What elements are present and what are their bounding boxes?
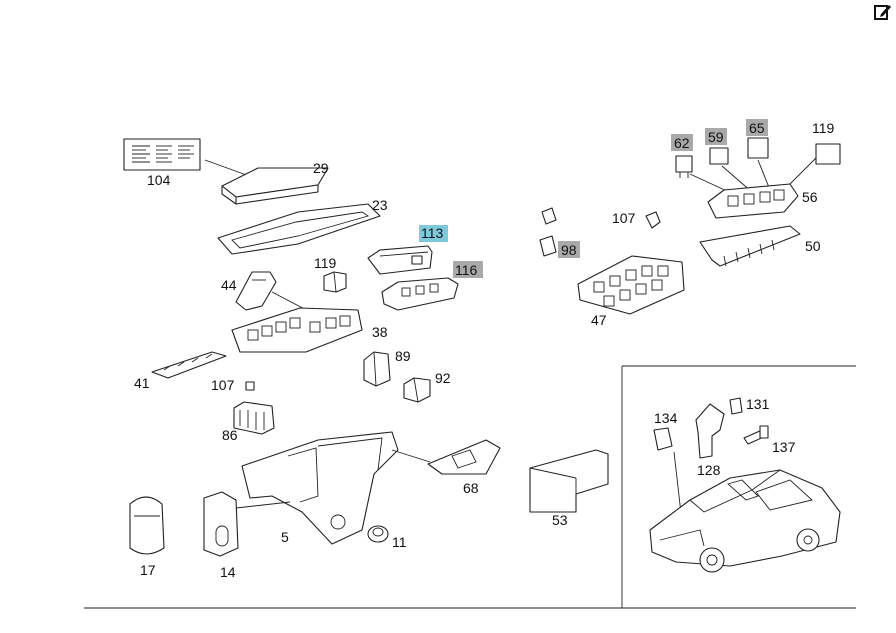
callout-59-highlight <box>705 128 727 145</box>
callout-98[interactable]: 98 <box>561 242 577 258</box>
callout-134[interactable]: 134 <box>654 410 678 426</box>
callout-5[interactable]: 5 <box>281 529 289 545</box>
callout-113-highlight <box>419 225 448 242</box>
callout-47[interactable]: 47 <box>591 312 607 328</box>
part-59-relay[interactable] <box>709 147 729 165</box>
part-119-relay-right[interactable] <box>815 143 841 165</box>
edit-icon[interactable] <box>873 2 893 22</box>
part-119-relay-left[interactable] <box>323 271 347 293</box>
callout-65-highlight <box>746 119 768 136</box>
callout-68[interactable]: 68 <box>463 480 479 496</box>
part-23-gasket-frame[interactable] <box>217 203 381 255</box>
callout-119-left[interactable]: 119 <box>314 255 337 271</box>
part-116-connector-module[interactable] <box>381 277 459 311</box>
callout-116[interactable]: 116 <box>455 262 478 278</box>
callout-14[interactable]: 14 <box>220 564 236 580</box>
callout-62[interactable]: 62 <box>674 135 690 151</box>
part-137-screw[interactable] <box>743 425 769 445</box>
part-47-fuse-relay-box[interactable] <box>577 255 685 315</box>
part-41-rail[interactable] <box>151 351 227 379</box>
part-11-grommet[interactable] <box>367 525 389 543</box>
callout-23[interactable]: 23 <box>372 197 388 213</box>
callout-92[interactable]: 92 <box>435 370 451 386</box>
part-62-relay[interactable] <box>675 155 693 178</box>
part-131-fuse[interactable] <box>729 397 743 415</box>
part-5-mounting-bracket[interactable] <box>241 431 399 545</box>
callout-137[interactable]: 137 <box>772 439 796 455</box>
callout-65[interactable]: 65 <box>749 120 765 136</box>
callout-113[interactable]: 113 <box>421 225 444 241</box>
callout-104[interactable]: 104 <box>147 172 171 188</box>
callout-50[interactable]: 50 <box>805 238 821 254</box>
callout-53[interactable]: 53 <box>552 512 568 528</box>
part-38-fuse-box[interactable] <box>231 307 363 353</box>
callout-44[interactable]: 44 <box>221 277 237 293</box>
part-65-relay[interactable] <box>747 137 769 159</box>
callout-89[interactable]: 89 <box>395 348 411 364</box>
callout-59[interactable]: 59 <box>708 129 724 145</box>
callout-128[interactable]: 128 <box>697 462 721 478</box>
callout-107-right[interactable]: 107 <box>612 210 636 226</box>
callout-11[interactable]: 11 <box>392 534 407 550</box>
part-56-relay-carrier[interactable] <box>707 183 799 219</box>
callout-107-left[interactable]: 107 <box>211 377 235 393</box>
part-92-relay[interactable] <box>403 377 431 403</box>
part-68-cable-holder[interactable] <box>427 439 501 475</box>
part-89-relay-holder[interactable] <box>363 351 391 387</box>
callout-17[interactable]: 17 <box>140 562 156 578</box>
callout-41[interactable]: 41 <box>134 375 150 391</box>
part-113-relay-module[interactable] <box>367 245 433 275</box>
part-107-fuse-left[interactable] <box>245 381 255 391</box>
part-17-cap[interactable] <box>129 496 165 555</box>
part-53-module-box[interactable] <box>529 449 609 513</box>
vehicle-illustration <box>649 469 841 573</box>
callout-116-highlight <box>453 261 483 278</box>
part-44-bracket[interactable] <box>235 271 277 311</box>
part-86-connector-block[interactable] <box>233 401 275 435</box>
part-50-rail[interactable] <box>699 225 801 267</box>
part-29-cover[interactable] <box>221 167 329 205</box>
callout-56[interactable]: 56 <box>802 189 818 205</box>
vehicle-location-inset <box>621 365 856 608</box>
part-107-fuse-right[interactable] <box>645 211 661 229</box>
part-134-bracket[interactable] <box>653 427 673 451</box>
part-104-label-sticker[interactable] <box>123 138 201 171</box>
part-128-fuse-holder[interactable] <box>695 403 725 459</box>
part-98-fuse-holder[interactable] <box>539 207 557 257</box>
callout-86[interactable]: 86 <box>222 427 238 443</box>
callout-29[interactable]: 29 <box>313 160 329 176</box>
callout-119-right[interactable]: 119 <box>812 120 835 136</box>
part-14-holder-clip[interactable] <box>203 491 239 557</box>
callout-131[interactable]: 131 <box>746 396 770 412</box>
callout-62-highlight <box>671 134 693 151</box>
callout-98-highlight <box>558 241 580 258</box>
callout-38[interactable]: 38 <box>372 324 388 340</box>
